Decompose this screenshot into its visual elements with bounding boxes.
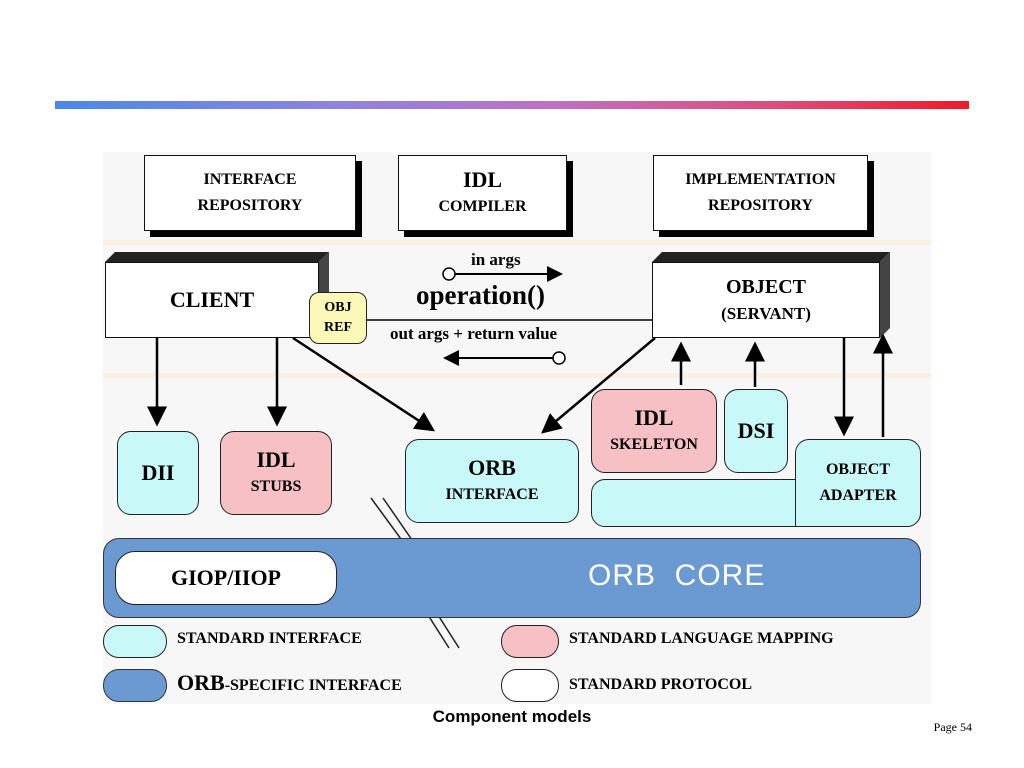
dii-label: DII <box>141 460 175 485</box>
legend-standard-language-mapping: STANDARD LANGUAGE MAPPING <box>569 630 834 647</box>
legend-orb-specific-suffix: -SPECIFIC INTERFACE <box>224 677 402 694</box>
servant-label: (SERVANT) <box>721 304 811 323</box>
dsi-box: DSI <box>724 389 788 473</box>
idl-skeleton-label-1: IDL <box>634 405 674 430</box>
legend-swatch-language-mapping <box>501 625 559 658</box>
object-label: OBJECT <box>725 276 807 298</box>
orb-core-label: ORB CORE <box>588 559 766 592</box>
orb-interface-box: ORB INTERFACE <box>405 439 579 523</box>
client-box-shadow <box>105 252 329 262</box>
idl-compiler-label-1: IDL <box>462 167 503 192</box>
in-args-origin-icon <box>442 267 456 281</box>
object-box-side <box>880 252 890 338</box>
idl-compiler-label-2: COMPILER <box>438 198 527 215</box>
page-number: Page 54 <box>933 720 972 734</box>
dsi-label: DSI <box>737 418 775 443</box>
client-to-orb-interface-arrow <box>292 336 436 432</box>
legend-standard-protocol: STANDARD PROTOCOL <box>569 676 752 693</box>
legend-standard-interface: STANDARD INTERFACE <box>177 630 362 647</box>
corba-architecture-diagram: INTERFACE REPOSITORY IDL COMPILER IMPLEM… <box>103 152 931 704</box>
idl-stubs-box: IDL STUBS <box>220 431 332 515</box>
interface-repository-label-1: INTERFACE <box>203 171 297 188</box>
legend-swatch-standard-interface <box>103 625 167 658</box>
legend-orb-specific-prefix: ORB <box>177 670 225 695</box>
in-args-label: in args <box>471 250 521 269</box>
idl-stubs-label-1: IDL <box>256 447 296 472</box>
legend-swatch-standard-protocol <box>501 669 559 702</box>
object-to-orb-interface-arrow <box>541 337 656 434</box>
interface-repository-label-2: REPOSITORY <box>197 197 303 214</box>
legend-swatch-orb-specific <box>103 669 167 702</box>
implementation-repository-box: IMPLEMENTATION REPOSITORY <box>653 155 868 231</box>
idl-skeleton-box: IDL SKELETON <box>591 389 717 473</box>
interface-repository-box: INTERFACE REPOSITORY <box>144 155 356 231</box>
dii-box: DII <box>117 431 199 515</box>
idl-compiler-box: IDL COMPILER <box>398 155 567 231</box>
title-divider-bar <box>55 101 969 109</box>
object-adapter-label-1: OBJECT <box>825 461 890 478</box>
giop-iiop-label: GIOP/IIOP <box>170 565 281 590</box>
slide-caption: Component models <box>432 707 592 726</box>
orb-interface-label-1: ORB <box>468 455 516 480</box>
object-adapter-box: OBJECT ADAPTER <box>795 439 921 527</box>
client-label: CLIENT <box>169 287 255 312</box>
implementation-repository-label-2: REPOSITORY <box>708 197 813 214</box>
out-args-origin-icon <box>552 351 566 365</box>
operation-label: operation() <box>416 280 545 310</box>
obj-ref-label-2: REF <box>324 320 352 335</box>
giop-iiop-box: GIOP/IIOP <box>115 551 337 605</box>
obj-ref-label-1: OBJ <box>324 300 352 315</box>
object-adapter-label-2: ADAPTER <box>819 487 897 504</box>
connector-arrows <box>105 252 893 649</box>
idl-stubs-label-2: STUBS <box>250 478 302 495</box>
separator-band <box>103 373 931 378</box>
legend-orb-specific: ORB-SPECIFIC INTERFACE <box>177 670 402 696</box>
separator-band <box>103 240 931 245</box>
out-args-label: out args + return value <box>390 324 558 343</box>
idl-skeleton-label-2: SKELETON <box>610 436 698 453</box>
implementation-repository-label-1: IMPLEMENTATION <box>685 171 836 188</box>
object-servant-box: OBJECT (SERVANT) <box>652 262 880 338</box>
orb-interface-label-2: INTERFACE <box>445 486 539 503</box>
client-box: CLIENT <box>105 262 319 338</box>
object-box-shadow <box>652 252 890 262</box>
obj-ref-badge: OBJ REF <box>309 292 367 344</box>
